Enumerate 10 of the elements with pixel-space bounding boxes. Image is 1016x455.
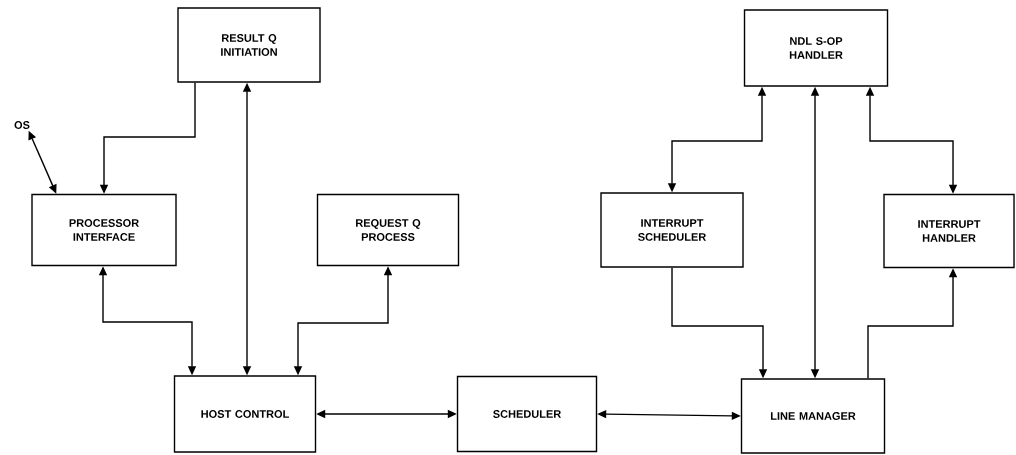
process-box: PROCESSOR INTERFACE — [31, 193, 177, 267]
process-box: RESULT Q INITIATION — [177, 7, 321, 83]
process-box: SCHEDULER — [456, 375, 598, 453]
process-box: LINE MANAGER — [740, 378, 886, 454]
process-box: INTERRUPT HANDLER — [883, 193, 1015, 269]
process-box: INTERRUPT SCHEDULER — [600, 192, 744, 268]
process-box: HOST CONTROL — [173, 375, 317, 453]
process-box: NDL S-OP HANDLER — [743, 9, 889, 87]
process-box: REQUEST Q PROCESS — [316, 193, 460, 267]
input-label: OS — [14, 121, 30, 129]
